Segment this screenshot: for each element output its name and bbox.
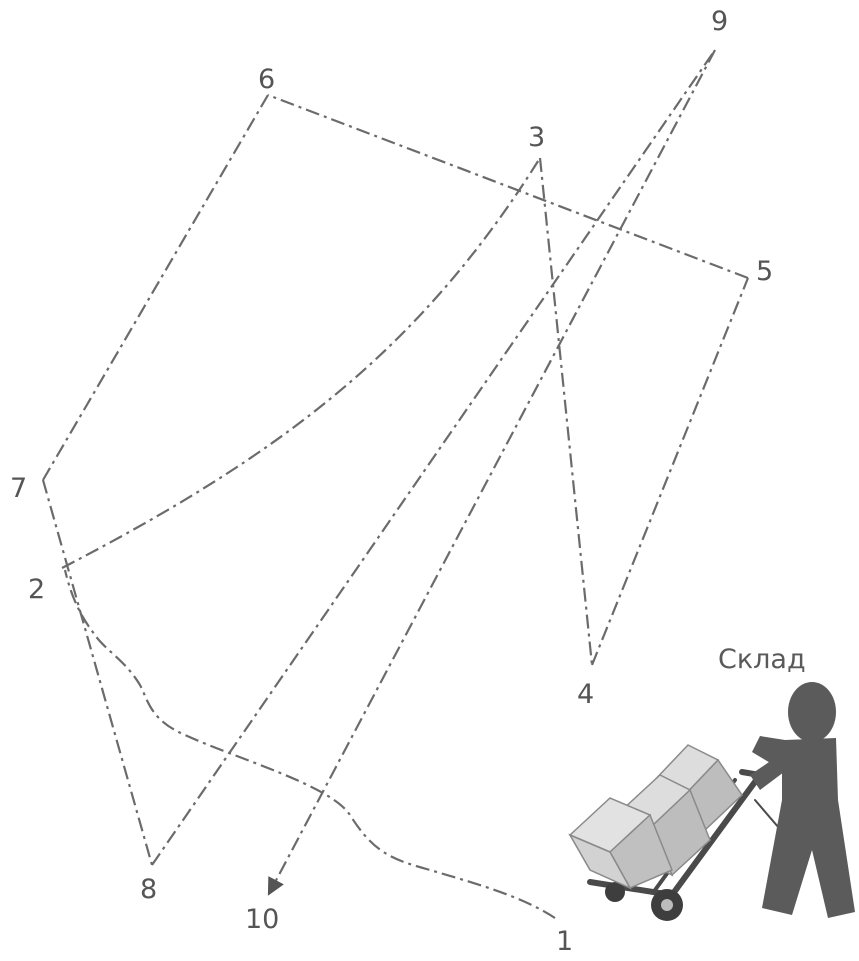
warehouse-label: Склад [718, 644, 806, 675]
warehouse-worker-illustration [568, 682, 855, 921]
person-icon [750, 682, 855, 918]
route-segment-2-3 [61, 157, 541, 569]
route-segment-4-5 [590, 277, 750, 666]
route-segment-1-2 [63, 569, 556, 919]
route-segment-5-6 [267, 93, 749, 280]
point-label-6: 6 [258, 64, 275, 95]
route-segment-9-10 [267, 49, 716, 896]
point-label-9: 9 [711, 6, 728, 37]
point-label-3: 3 [528, 122, 545, 153]
point-label-2: 2 [28, 574, 45, 605]
route-segment-8-9 [151, 49, 716, 866]
point-label-10: 10 [245, 904, 279, 935]
point-label-7: 7 [10, 473, 27, 504]
point-label-5: 5 [756, 256, 773, 287]
point-label-4: 4 [577, 679, 594, 710]
route-segment-7-8 [41, 479, 154, 866]
point-label-1: 1 [556, 926, 573, 957]
boxes-icon [568, 744, 743, 890]
route-segment-3-4 [538, 157, 594, 666]
point-label-8: 8 [140, 874, 157, 905]
route-segment-6-7 [42, 94, 269, 481]
